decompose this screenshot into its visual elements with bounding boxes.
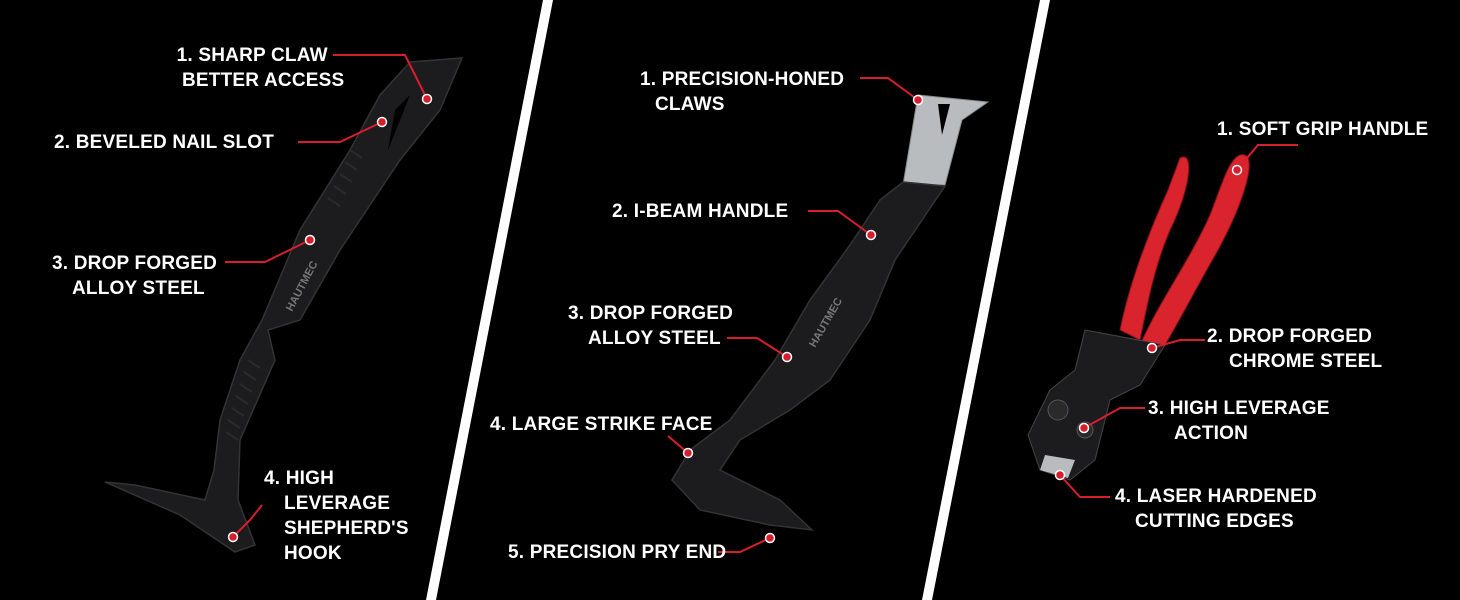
callout-line: 1. SHARP CLAW (176, 45, 328, 66)
callout-line: 3. DROP FORGED (568, 303, 734, 324)
callout-shepherds-hook: 4. HIGH LEVERAGE SHEPHERD'S HOOK (264, 466, 409, 566)
callout-high-leverage: 3. HIGH LEVERAGE ACTION (1148, 396, 1330, 446)
callout-line: BETTER ACCESS (182, 70, 345, 91)
callout-pry-end: 5. PRECISION PRY END (508, 540, 726, 565)
callout-cutting-edges: 4. LASER HARDENED CUTTING EDGES (1115, 484, 1317, 534)
callout-line: ALLOY STEEL (72, 278, 205, 299)
callout-lines (225, 54, 1298, 553)
callout-line: 4. LARGE STRIKE FACE (490, 414, 713, 435)
divider-2 (922, 0, 1050, 600)
callout-i-beam-handle: 2. I-BEAM HANDLE (612, 199, 788, 224)
callout-line: ACTION (1174, 423, 1249, 444)
callout-line: ALLOY STEEL (588, 328, 721, 349)
callout-line: CUTTING EDGES (1135, 511, 1294, 532)
callout-line: 3. DROP FORGED (52, 253, 218, 274)
callout-line: 3. HIGH LEVERAGE (1148, 398, 1330, 419)
callout-line: 1. PRECISION-HONED (640, 69, 845, 90)
callout-line: HOOK (284, 543, 342, 564)
callout-beveled-nail-slot: 2. BEVELED NAIL SLOT (54, 130, 274, 155)
callout-chrome-steel: 2. DROP FORGED CHROME STEEL (1207, 324, 1382, 374)
callout-line: 2. I-BEAM HANDLE (612, 201, 789, 222)
callout-soft-grip: 1. SOFT GRIP HANDLE (1217, 117, 1428, 142)
callout-dots (227, 93, 1243, 544)
pry-bar-image: HAUTMEC (104, 57, 464, 553)
callout-sharp-claw: 1. SHARP CLAW BETTER ACCESS (160, 43, 345, 93)
callout-line: 2. DROP FORGED (1207, 326, 1373, 347)
callout-line: 2. BEVELED NAIL SLOT (54, 132, 275, 153)
callout-drop-forged-2: 3. DROP FORGED ALLOY STEEL (568, 301, 733, 351)
callout-line: CHROME STEEL (1229, 351, 1383, 372)
callout-drop-forged: 3. DROP FORGED ALLOY STEEL (52, 251, 217, 301)
callout-precision-claws: 1. PRECISION-HONED CLAWS (640, 67, 844, 117)
callout-line: SHEPHERD'S (284, 518, 409, 539)
nail-puller-image: HAUTMEC (671, 94, 990, 532)
callout-line: 4. LASER HARDENED (1115, 486, 1317, 507)
callout-line: 5. PRECISION PRY END (508, 542, 727, 563)
divider-1 (426, 0, 553, 600)
callout-strike-face: 4. LARGE STRIKE FACE (490, 412, 713, 437)
callout-line: 1. SOFT GRIP HANDLE (1217, 119, 1429, 140)
callout-line: LEVERAGE (284, 493, 391, 514)
callout-line: 4. HIGH (264, 468, 335, 489)
nipper-image (1027, 154, 1250, 481)
callout-line: CLAWS (655, 94, 725, 115)
